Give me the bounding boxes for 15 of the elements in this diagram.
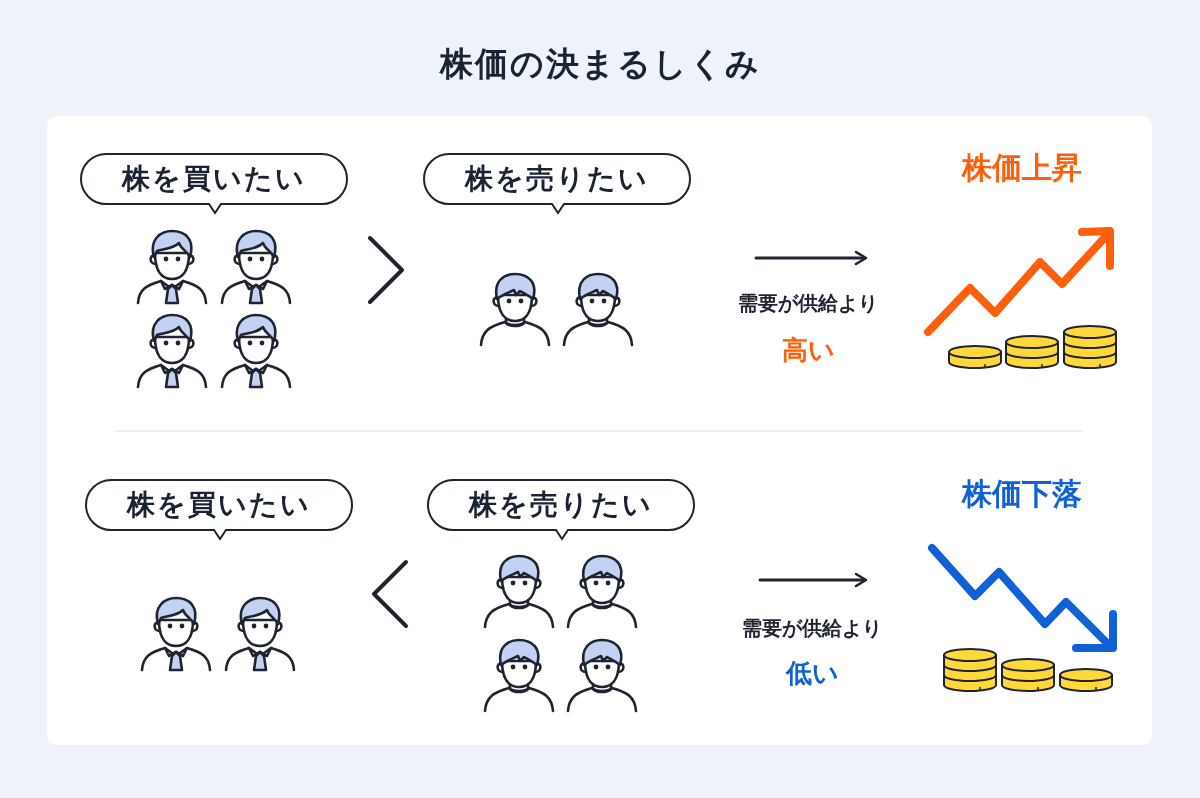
speech-bubble — [427, 479, 695, 541]
speech-bubble — [423, 153, 691, 215]
title: 株価の決まるしくみ — [438, 43, 762, 85]
condition-text: 需要が供給より — [742, 614, 882, 642]
bubble-text: 株を買いたい — [125, 487, 312, 523]
condition-text: 需要が供給より — [738, 289, 878, 317]
bubble-text: 株を売りたい — [467, 487, 654, 523]
speech-bubble — [80, 153, 348, 215]
speech-bubble — [85, 479, 353, 541]
bubble-text: 株を売りたい — [463, 161, 650, 197]
condition-text: 高い — [781, 333, 835, 367]
bubble-text: 株を買いたい — [120, 161, 307, 197]
result-heading: 株価下落 — [962, 474, 1082, 513]
result-heading: 株価上昇 — [962, 148, 1082, 187]
condition-text: 低い — [785, 656, 839, 690]
